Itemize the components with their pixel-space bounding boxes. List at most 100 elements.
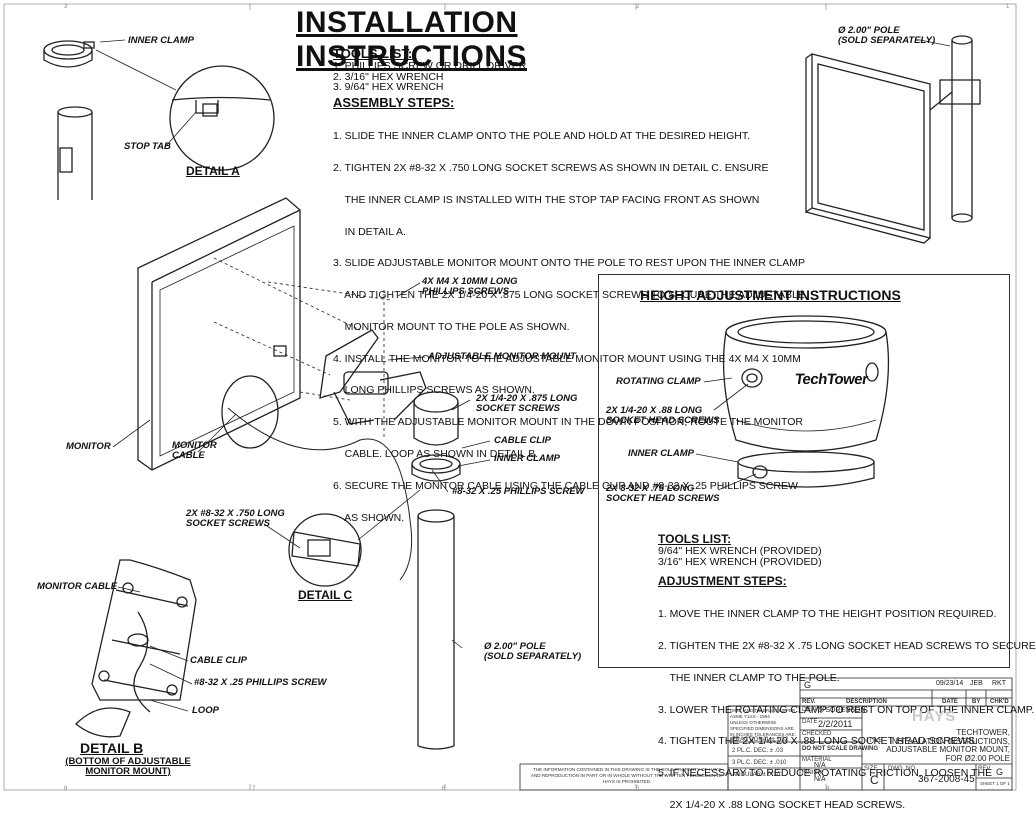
assembly-line: 1. SLIDE THE INNER CLAMP ONTO THE POLE A…: [333, 130, 750, 143]
finish-value: N/A: [814, 776, 826, 783]
assembly-line: 4. INSTALL THE MONITOR TO THE ADJUSTABLE…: [333, 352, 801, 365]
title-label: TITLE: [866, 738, 883, 744]
zone-number: 5: [636, 786, 640, 792]
tol-fractional: FRACTIONAL ± 1/32: [732, 737, 789, 743]
detail-a-pole: [57, 106, 93, 200]
zone-number: 4: [826, 786, 830, 792]
main-monitor-art: [137, 197, 301, 471]
callout-socket-750: 2X #8-32 X .750 LONG SOCKET SCREWS: [186, 508, 285, 529]
height-tools-items: 9/64" HEX WRENCH (PROVIDED) 3/16" HEX WR…: [658, 546, 822, 567]
top-right-monitor-art: [805, 35, 981, 244]
callout-quarter-screws: 2X 1/4-20 X .875 LONG SOCKET SCREWS: [476, 393, 578, 414]
checked-label: CHECKED: [802, 731, 832, 737]
drawing-art: [3, 3, 1017, 791]
detail-b-sublabel: (BOTTOM OF ADJUSTABLE MONITOR MOUNT): [65, 756, 191, 777]
tools-items: 1. PHILLIPS SCREW OR DRILL DRIVER 2. 3/1…: [333, 61, 526, 93]
rev-by: JEB: [970, 680, 983, 687]
assembly-header: ASSEMBLY STEPS:: [333, 95, 455, 110]
callout-m4-screws: 4X M4 X 10MM LONG PHILLIPS SCREWS: [422, 276, 518, 297]
size-label: SIZE: [864, 766, 878, 772]
company-logo: HAYS: [912, 708, 957, 725]
height-tools-header: TOOLS LIST:: [658, 532, 732, 546]
detail-a-clamp: [43, 40, 95, 68]
description-col-label: DESCRIPTION: [846, 699, 888, 705]
rev-value: G: [996, 767, 1004, 777]
detail-c-zoom: [288, 489, 421, 587]
page-title: INSTALLATION INSTRUCTIONS: [296, 6, 527, 73]
callout-monitor-cable-b: MONITOR CABLE: [37, 581, 118, 592]
tol-angular: ANGULAR ± 0°30': [732, 772, 782, 778]
callout-phillips-screw: #8-32 X .25 PHILLIPS SCREW: [452, 486, 585, 497]
rotating-clamp-art: [722, 315, 890, 452]
callout-cable-clip: CABLE CLIP: [494, 435, 551, 446]
assembly-lines: 1. SLIDE THE INNER CLAMP ONTO THE POLE A…: [333, 110, 805, 544]
dwg-no-value: 367-2008-45: [918, 774, 975, 785]
drawn-label: DRAWN: [802, 707, 825, 713]
sheet-value: SHEET 1 OF 1: [980, 781, 1010, 786]
height-step: 2. TIGHTEN THE 2X #8-32 X .75 LONG SOCKE…: [658, 639, 1036, 652]
size-value: C: [870, 773, 879, 787]
tool-item: 3. 9/64" HEX WRENCH: [333, 81, 444, 94]
tol-three-place: 3 PL.C. DEC. ± .010: [732, 760, 787, 766]
detail-a-label: DETAIL A: [186, 164, 240, 178]
assembly-line: IN DETAIL A.: [333, 225, 406, 238]
assembly-line: AND TIGHTEN THE 2X 1/4-20 X .875 LONG SO…: [333, 289, 805, 302]
leader-lines: [99, 39, 951, 712]
height-tool-item: 9/64" HEX WRENCH (PROVIDED): [658, 545, 822, 557]
detail-c-label: DETAIL C: [298, 588, 353, 602]
callout-loop: LOOP: [192, 705, 219, 716]
detail-b-art: [75, 559, 197, 738]
rev-col-label: REV.: [802, 699, 816, 705]
zone-number: 7: [252, 786, 256, 792]
assembly-line: 2. TIGHTEN 2X #8-32 X .750 LONG SOCKET S…: [333, 161, 769, 174]
date-label: DATE: [802, 719, 818, 725]
main-pole-art: [417, 509, 455, 750]
callout-monitor-cable: MONITOR CABLE: [172, 440, 217, 461]
finish-label: FINISH: [802, 770, 822, 776]
by-col-label: BY: [972, 699, 981, 705]
rev-letter: G: [804, 680, 812, 690]
title-block-lines: [519, 677, 1013, 791]
tolerance-note: DIMS. AND TOLERANCES PER ASME Y14.5 - 19…: [730, 708, 796, 737]
tools-list: TOOLS LIST: 1. PHILLIPS SCREW OR DRILL D…: [333, 46, 526, 93]
drawing-title: TECHTOWER, INSTALLATION INSTRUCTIONS, AD…: [886, 728, 1010, 763]
callout-socket-75: 2X 8-32 X .75 LONG SOCKET HEAD SCREWS: [606, 483, 720, 504]
height-step: 5. IF NECESSARY TO REDUCE ROTATING FRICT…: [658, 767, 993, 780]
tol-two-place: 2 PL.C. DEC. ± .03: [732, 748, 783, 754]
rev-label: REV.: [978, 766, 992, 772]
material-label: MATERIAL: [802, 757, 832, 763]
height-step: THE INNER CLAMP TO THE POLE.: [658, 671, 840, 684]
height-step: 2X 1/4-20 X .88 LONG SOCKET HEAD SCREWS.: [658, 798, 906, 811]
height-tools: TOOLS LIST: 9/64" HEX WRENCH (PROVIDED) …: [658, 532, 822, 567]
main-inner-clamp-art: [411, 454, 461, 482]
callout-inner-clamp: INNER CLAMP: [494, 453, 560, 464]
callout-monitor: MONITOR: [66, 441, 111, 452]
height-steps: ADJUSTMENT STEPS: 1. MOVE THE INNER CLAM…: [658, 574, 1036, 832]
callout-phillips-b: #8-32 X .25 PHILLIPS SCREW: [194, 677, 327, 688]
tool-item: 1. PHILLIPS SCREW OR DRILL DRIVER: [333, 60, 527, 72]
material-value: N/A: [814, 762, 826, 769]
no-scale-note: DO NOT SCALE DRAWING: [802, 746, 878, 752]
zone-number: 1: [1006, 4, 1010, 10]
assembly-line: 6. SECURE THE MONITOR CABLE USING THE CA…: [333, 479, 798, 492]
dwg-no-label: DWG. NO.: [888, 766, 917, 772]
assembly-line: LONG PHILLIPS SCREWS AS SHOWN.: [333, 384, 535, 397]
callout-adj-mount: ADJUSTABLE MONITOR MOUNT: [428, 351, 576, 362]
drawn-value: J. SORENSON: [818, 707, 866, 714]
callout-height-inner-clamp: INNER CLAMP: [628, 448, 694, 459]
height-step: 4. TIGHTEN THE 2X 1/4-20 X .88 LONG SOCK…: [658, 735, 978, 748]
assembly-line: MONITOR MOUNT TO THE POLE AS SHOWN.: [333, 320, 570, 333]
assembly-line: AS SHOWN.: [333, 511, 405, 524]
assembly-line: CABLE. LOOP AS SHOWN IN DETAIL B.: [333, 448, 539, 460]
chkd-col-label: CHK'D: [990, 699, 1009, 705]
date-value: 2/2/2011: [818, 719, 853, 729]
height-step: 3. LOWER THE ROTATING CLAMP TO REST ON T…: [658, 703, 1035, 716]
height-adjustment-title: HEIGHT ADJUSTMENT INSTRUCTIONS: [640, 287, 901, 303]
zone-number: 2: [636, 4, 640, 10]
height-adjustment-frame: [598, 274, 1010, 668]
techtower-logo: TechTower: [793, 371, 869, 388]
callout-pole-bottom: Ø 2.00" POLE (SOLD SEPARATELY): [484, 641, 582, 662]
mount-bracket-art: [319, 329, 459, 446]
height-steps-header: ADJUSTMENT STEPS:: [658, 574, 787, 588]
callout-stop-tab: STOP TAB: [124, 141, 171, 152]
